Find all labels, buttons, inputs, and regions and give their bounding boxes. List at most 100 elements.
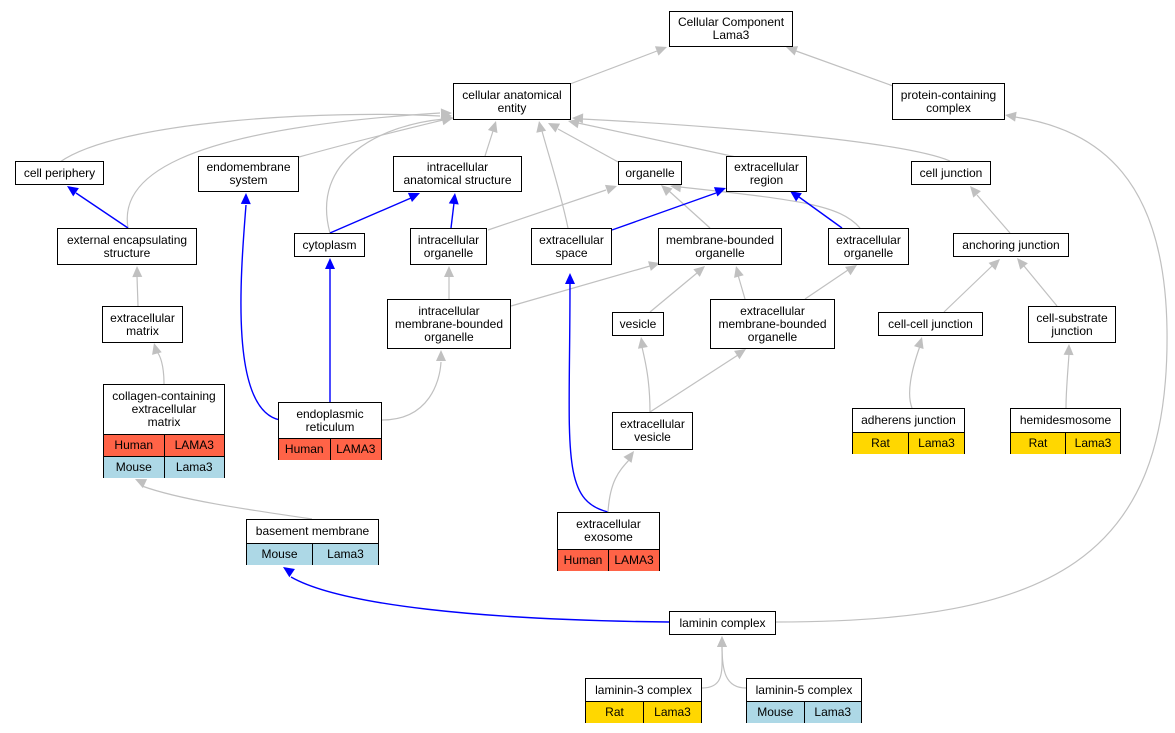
node-label: cell-cell junction bbox=[888, 316, 973, 331]
node-anchoring-junction[interactable]: anchoring junction bbox=[953, 233, 1069, 257]
node-label: hemidesmosome bbox=[1019, 413, 1112, 427]
node-external-encapsulating-structure[interactable]: external encapsulating structure bbox=[57, 228, 197, 265]
node-extracellular-exosome[interactable]: extracellular exosome Human LAMA3 bbox=[557, 512, 660, 571]
node-hemidesmosome[interactable]: hemidesmosome Rat Lama3 bbox=[1010, 408, 1121, 454]
arrowhead bbox=[565, 273, 575, 284]
node-intracellular-membrane-bounded-organelle[interactable]: intracellular membrane-bounded organelle bbox=[387, 299, 511, 349]
node-label: intracellular anatomical structure bbox=[403, 160, 512, 187]
node-cellular-anatomical-entity[interactable]: cellular anatomical entity bbox=[453, 83, 571, 120]
node-cell-junction[interactable]: cell junction bbox=[911, 161, 991, 185]
arrowhead bbox=[1005, 111, 1017, 122]
species-cell: Human bbox=[279, 439, 330, 460]
edge-line bbox=[240, 204, 281, 421]
annotation-row-mouse: Mouse Lama3 bbox=[247, 543, 378, 565]
arrowhead bbox=[734, 266, 744, 278]
node-label: extracellular organelle bbox=[836, 232, 901, 260]
node-laminin-3-complex[interactable]: laminin-3 complex Rat Lama3 bbox=[585, 678, 702, 723]
edge-line bbox=[329, 197, 412, 234]
arrowhead bbox=[661, 185, 673, 197]
node-extracellular-space[interactable]: extracellular space bbox=[531, 228, 612, 265]
annotation-row-human: Human LAMA3 bbox=[104, 434, 224, 456]
annotation-row-rat: Rat Lama3 bbox=[586, 701, 701, 723]
arrowhead bbox=[713, 187, 726, 197]
node-membrane-bounded-organelle[interactable]: membrane-bounded organelle bbox=[658, 228, 782, 265]
arrowhead bbox=[845, 265, 857, 276]
node-endomembrane-system[interactable]: endomembrane system bbox=[198, 156, 299, 192]
node-intracellular-organelle[interactable]: intracellular organelle bbox=[410, 228, 487, 265]
node-cell-substrate-junction[interactable]: cell-substrate junction bbox=[1028, 306, 1116, 343]
edge-exosome-exves bbox=[607, 451, 634, 513]
node-laminin-complex[interactable]: laminin complex bbox=[669, 611, 776, 635]
node-extracellular-organelle[interactable]: extracellular organelle bbox=[828, 228, 909, 265]
node-basement-membrane[interactable]: basement membrane Mouse Lama3 bbox=[246, 519, 379, 565]
arrowhead bbox=[604, 184, 617, 195]
arrowhead bbox=[1063, 344, 1074, 356]
species-cell: Human bbox=[558, 550, 608, 571]
edge-celljunction-cae bbox=[572, 113, 951, 162]
species-cell: Rat bbox=[853, 433, 908, 454]
node-label: extracellular region bbox=[734, 160, 799, 187]
arrowhead bbox=[734, 349, 746, 360]
node-extracellular-matrix[interactable]: extracellular matrix bbox=[102, 306, 183, 343]
node-label: Cellular Component Lama3 bbox=[677, 15, 785, 42]
edge-hemi-cellsub bbox=[1063, 344, 1074, 409]
edge-line bbox=[298, 119, 444, 158]
edge-er-endo bbox=[240, 193, 281, 421]
node-extracellular-region[interactable]: extracellular region bbox=[726, 156, 807, 192]
node-extracellular-vesicle[interactable]: extracellular vesicle bbox=[612, 412, 693, 450]
node-label: extracellular space bbox=[539, 232, 604, 260]
node-label: intracellular organelle bbox=[417, 232, 480, 260]
arrowhead bbox=[487, 121, 498, 133]
edge-line bbox=[775, 116, 1168, 623]
edge-line bbox=[611, 192, 717, 231]
node-cytoplasm[interactable]: cytoplasm bbox=[294, 233, 365, 257]
node-endoplasmic-reticulum[interactable]: endoplasmic reticulum Human LAMA3 bbox=[278, 402, 382, 460]
edge-line bbox=[976, 194, 1011, 234]
edge-endo-cae bbox=[298, 115, 453, 158]
edge-line bbox=[721, 645, 747, 689]
edge-laminin-basement bbox=[283, 567, 670, 623]
node-label: laminin-5 complex bbox=[755, 682, 853, 697]
species-cell: Human bbox=[104, 435, 164, 456]
arrowhead bbox=[135, 479, 148, 489]
edge-line bbox=[577, 122, 737, 158]
edge-extreg-cae bbox=[568, 118, 737, 158]
edge-cytoplasm-ias bbox=[329, 192, 420, 234]
edge-line bbox=[737, 274, 746, 300]
edge-line bbox=[581, 118, 951, 162]
annotation-row-human: Human LAMA3 bbox=[279, 438, 381, 460]
edge-lam5-laminin bbox=[717, 636, 747, 689]
node-organelle[interactable]: organelle bbox=[618, 161, 682, 185]
edge-icorg-ias bbox=[448, 193, 459, 229]
edge-er-imbo bbox=[381, 350, 446, 421]
node-cell-cell-junction[interactable]: cell-cell junction bbox=[878, 312, 983, 336]
node-label: laminin-3 complex bbox=[595, 682, 692, 697]
node-protein-containing-complex[interactable]: protein-containing complex bbox=[892, 83, 1005, 120]
node-label: cytoplasm bbox=[302, 237, 357, 252]
node-laminin-5-complex[interactable]: laminin-5 complex Mouse Lama3 bbox=[746, 678, 862, 723]
node-adherens-junction[interactable]: adherens junction Rat Lama3 bbox=[852, 408, 965, 454]
node-extracellular-membrane-bounded-organelle[interactable]: extracellular membrane-bounded organelle bbox=[710, 299, 835, 349]
annotation-row-mouse: Mouse Lama3 bbox=[747, 701, 861, 723]
arrowhead bbox=[67, 186, 79, 197]
node-label: extracellular exosome bbox=[576, 517, 641, 544]
edge-cae-root bbox=[569, 46, 667, 85]
edge-line bbox=[641, 346, 651, 413]
arrowhead bbox=[325, 258, 335, 269]
arrowhead bbox=[568, 118, 580, 129]
edge-cellsub-anchoring bbox=[1017, 258, 1058, 307]
node-intracellular-anatomical-structure[interactable]: intracellular anatomical structure bbox=[393, 156, 522, 192]
node-collagen-containing-extracellular-matrix[interactable]: collagen-containing extracellular matrix… bbox=[103, 384, 225, 478]
edge-imbo-mbo bbox=[510, 261, 660, 307]
edge-ees-cellperiph bbox=[67, 186, 129, 229]
edge-line bbox=[325, 118, 445, 234]
edge-laminin-pcc bbox=[775, 111, 1168, 623]
edge-line bbox=[290, 576, 670, 623]
edge-line bbox=[75, 192, 129, 229]
node-cellular-component-root[interactable]: Cellular Component Lama3 bbox=[669, 11, 793, 47]
node-label: extracellular matrix bbox=[110, 310, 175, 338]
node-label: intracellular membrane-bounded organelle bbox=[394, 303, 504, 344]
node-cell-periphery[interactable]: cell periphery bbox=[15, 161, 104, 185]
node-vesicle[interactable]: vesicle bbox=[612, 312, 664, 336]
